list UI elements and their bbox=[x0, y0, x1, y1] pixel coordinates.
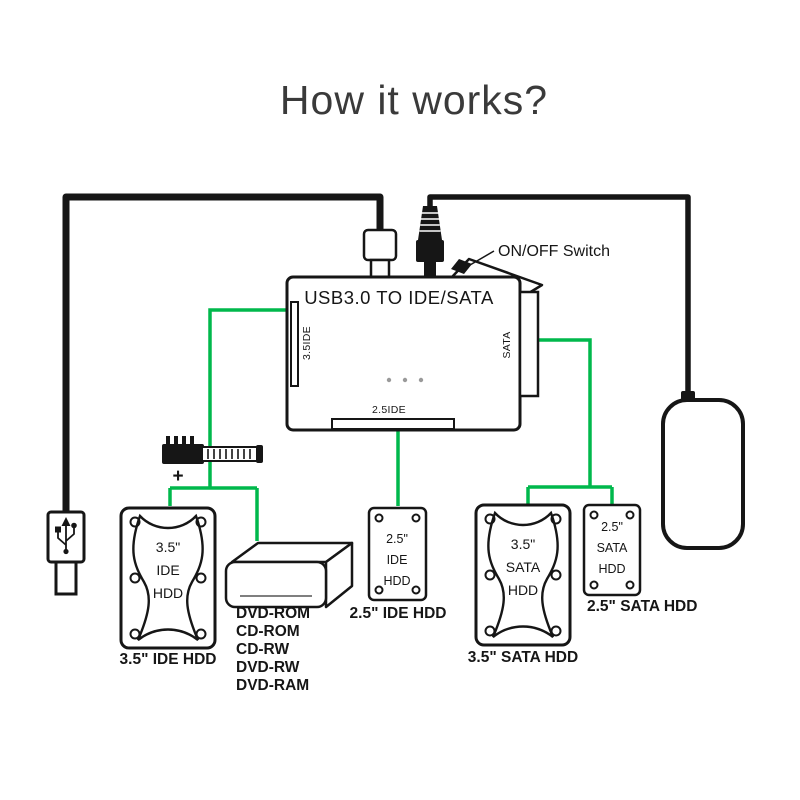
dc-plug-body bbox=[416, 240, 444, 262]
hdd-outline bbox=[119, 506, 217, 650]
usb-trident-circle bbox=[71, 522, 77, 529]
screw-icon bbox=[625, 580, 635, 590]
port-25ide-label: 2.5IDE bbox=[372, 404, 406, 416]
screw-icon bbox=[411, 585, 421, 595]
ide-35-port bbox=[290, 301, 299, 387]
adapter-title: USB3.0 TO IDE/SATA bbox=[304, 287, 494, 308]
strain-relief-ridges bbox=[419, 212, 441, 232]
hdd-25-ide-caption: 2.5" IDE HDD bbox=[350, 605, 447, 622]
hdd-35-sata: 3.5" SATA HDD 3.5" SATA HDD bbox=[468, 503, 578, 666]
led-indicator bbox=[402, 377, 408, 383]
usb-b-connector-body bbox=[362, 228, 398, 262]
hdd-size-label: 3.5" bbox=[511, 536, 535, 552]
dvd-front-face bbox=[224, 560, 328, 609]
green-connection-lines bbox=[168, 308, 614, 541]
usb-trident-arrow bbox=[61, 517, 71, 526]
molex-head bbox=[162, 444, 204, 464]
dvd-caption-line: DVD-RW bbox=[236, 659, 300, 676]
green-link-right bbox=[526, 338, 614, 504]
dvd-caption-line: CD-RW bbox=[236, 641, 289, 658]
hdd-bus-label: IDE bbox=[156, 562, 179, 578]
molex-pin bbox=[182, 436, 186, 445]
hdd-25-ide: 2.5" IDE HDD 2.5" IDE HDD bbox=[350, 506, 447, 622]
molex-cable-stripes bbox=[207, 449, 251, 459]
hdd-35-ide: 3.5" IDE HDD 3.5" IDE HDD bbox=[119, 506, 217, 668]
led-indicator bbox=[418, 377, 424, 383]
hdd-35-ide-caption: 3.5" IDE HDD bbox=[120, 651, 217, 668]
molex-pin bbox=[166, 436, 170, 445]
usb-b-connector bbox=[362, 228, 398, 280]
port-sata-label: SATA bbox=[501, 331, 513, 358]
power-adapter bbox=[661, 391, 745, 550]
screw-icon bbox=[550, 569, 562, 581]
switch-nub bbox=[451, 259, 472, 274]
hdd-kind-label: HDD bbox=[153, 585, 183, 601]
hdd-outline bbox=[582, 503, 642, 597]
dvd-caption-line: DVD-ROM bbox=[236, 605, 310, 622]
hdd-bus-label: SATA bbox=[597, 541, 628, 555]
power-adapter-body bbox=[661, 398, 745, 550]
dc-power-plug bbox=[416, 206, 444, 278]
hdd-size-label: 2.5" bbox=[601, 520, 623, 534]
molex-pin bbox=[174, 436, 178, 445]
usb-trident-base bbox=[63, 548, 69, 555]
hdd-kind-label: HDD bbox=[598, 562, 625, 576]
hdd-25-sata: 2.5" SATA HDD 2.5" SATA HDD bbox=[582, 503, 697, 615]
usb-plug bbox=[46, 510, 86, 596]
port-35ide-label: 3.5IDE bbox=[301, 326, 313, 360]
hdd-kind-label: HDD bbox=[383, 574, 410, 588]
hdd-bus-label: SATA bbox=[506, 559, 541, 575]
hdd-25-sata-caption: 2.5" SATA HDD bbox=[587, 598, 697, 615]
screw-icon bbox=[589, 510, 599, 520]
ide-25-port bbox=[331, 418, 455, 430]
page-title: How it works? bbox=[280, 77, 548, 123]
led-indicator bbox=[386, 377, 392, 383]
hdd-bus-label: IDE bbox=[387, 553, 408, 567]
screw-icon bbox=[484, 569, 496, 581]
screw-icon bbox=[625, 510, 635, 520]
hdd-size-label: 2.5" bbox=[386, 532, 408, 546]
screw-icon bbox=[129, 572, 141, 584]
green-link-left bbox=[168, 308, 288, 541]
onoff-switch: ON/OFF Switch bbox=[451, 243, 610, 274]
hdd-size-label: 3.5" bbox=[156, 539, 180, 555]
dc-plug-tip bbox=[424, 262, 436, 278]
usb-trident-square bbox=[55, 526, 61, 533]
usb-plug-tip bbox=[54, 560, 78, 596]
dc-plug-strain-relief bbox=[418, 206, 442, 240]
dvd-drive: DVD-ROM CD-ROM CD-RW DVD-RW DVD-RAM bbox=[224, 541, 354, 694]
power-cable bbox=[427, 194, 691, 396]
molex-power-cable: + bbox=[162, 436, 263, 487]
usb-b-connector-tip bbox=[369, 258, 391, 280]
adapter: USB3.0 TO IDE/SATA 3.5IDE SATA 2.5IDE bbox=[285, 275, 540, 432]
plus-sign: + bbox=[172, 466, 183, 487]
sata-port bbox=[518, 290, 540, 398]
screw-icon bbox=[374, 585, 384, 595]
hdd-outline bbox=[367, 506, 428, 602]
usb-trident-lines bbox=[57, 523, 75, 551]
dvd-caption-line: DVD-RAM bbox=[236, 677, 309, 694]
screw-icon bbox=[195, 572, 207, 584]
screw-icon bbox=[411, 513, 421, 523]
molex-cable-end bbox=[256, 445, 263, 463]
switch-label: ON/OFF Switch bbox=[498, 243, 610, 260]
screw-icon bbox=[374, 513, 384, 523]
molex-pin bbox=[190, 436, 194, 445]
usb-cable bbox=[62, 193, 384, 512]
screw-icon bbox=[589, 580, 599, 590]
usb-trident-icon bbox=[55, 517, 77, 555]
hdd-kind-label: HDD bbox=[508, 582, 538, 598]
hdd-35-sata-caption: 3.5" SATA HDD bbox=[468, 649, 578, 666]
dvd-caption-line: CD-ROM bbox=[236, 623, 300, 640]
hdd-outline bbox=[474, 503, 572, 647]
switch-pointer-line bbox=[469, 250, 495, 266]
